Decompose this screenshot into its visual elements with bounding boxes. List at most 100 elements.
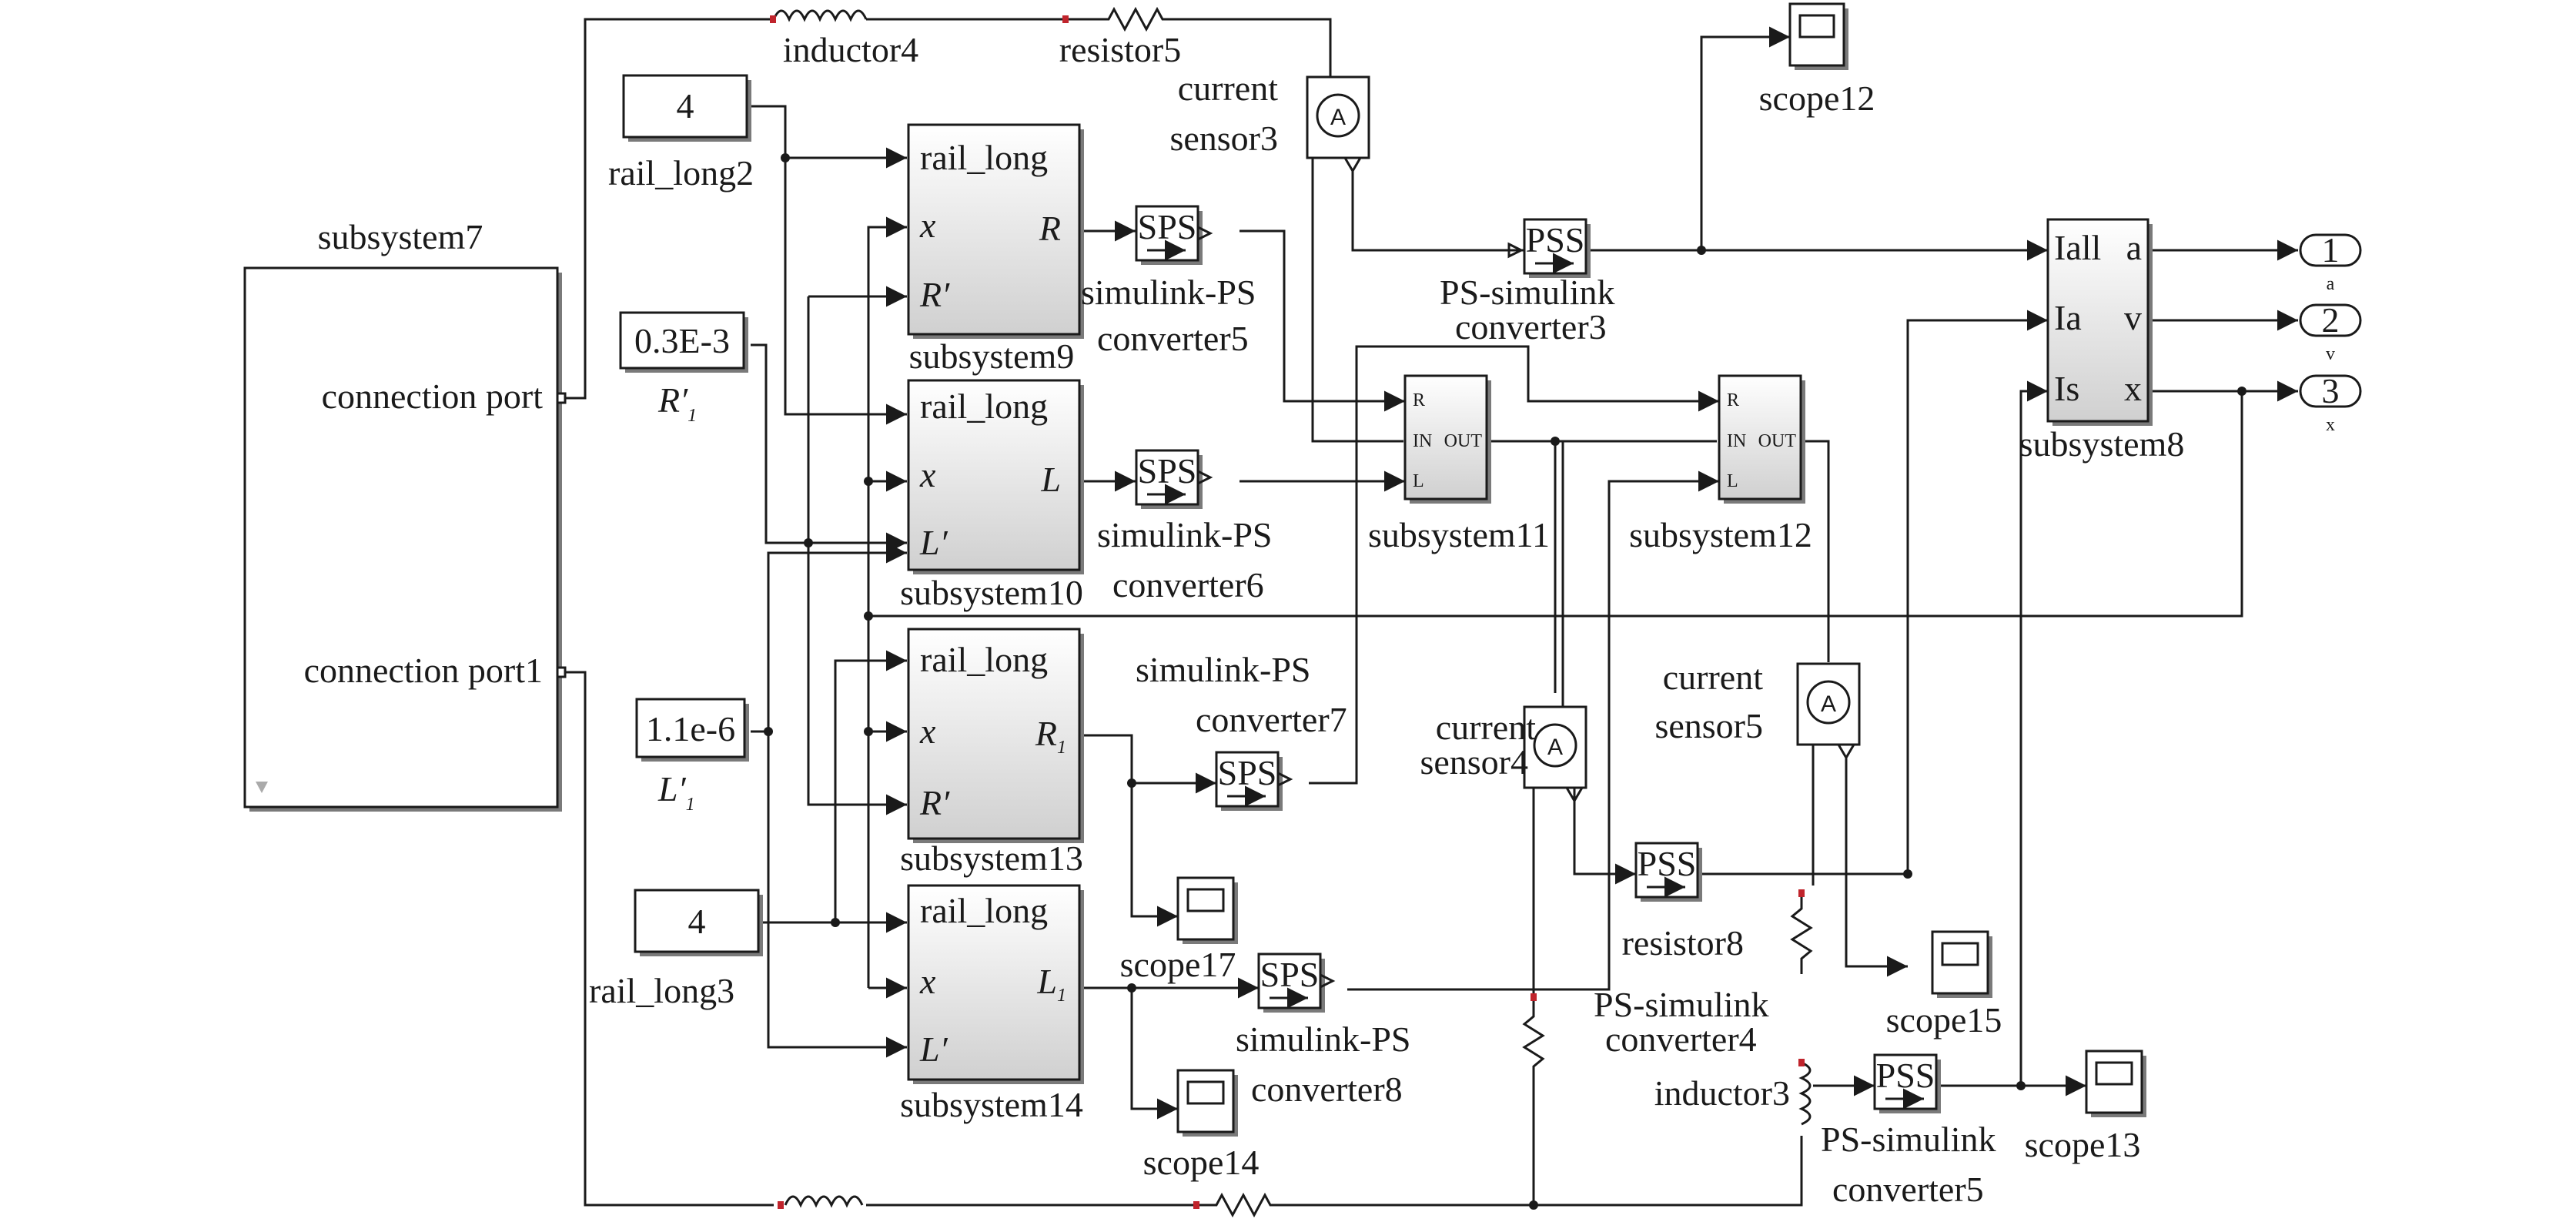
pss-label2: converter3	[1455, 307, 1607, 347]
svg-text:SPS: SPS	[1260, 955, 1320, 994]
pss-label1: PS-simulink	[1594, 985, 1769, 1024]
subsystem12-label: subsystem12	[1629, 515, 1812, 554]
scope12[interactable]: scope12	[1759, 2, 1875, 118]
svg-text:PSS: PSS	[1876, 1056, 1935, 1095]
port-l: L	[1413, 471, 1424, 491]
subsystem8-label: subsystem8	[2019, 424, 2185, 464]
simulink-ps-converter7[interactable]: SPS simulink-PS converter7	[1136, 650, 1347, 811]
current-sensor5[interactable]: A current sensor5	[1654, 658, 1861, 760]
port-r: R	[1413, 390, 1425, 410]
simulink-ps-converter8[interactable]: SPS simulink-PS converter8	[1236, 952, 1411, 1109]
svg-text:PSS: PSS	[1638, 844, 1697, 883]
inductor-label: inductor3	[1654, 1073, 1790, 1113]
constant-l1-prime[interactable]: 1.1e-6 L′1	[635, 698, 749, 815]
outport-v[interactable]: 2 v	[2299, 300, 2362, 364]
inductor4[interactable]: inductor4	[770, 9, 918, 69]
junction-dots	[764, 153, 2246, 1210]
port-r: R	[1727, 390, 1739, 410]
sensor-label1: current	[1178, 69, 1278, 108]
connection-port-label: connection port	[322, 377, 544, 416]
sps-label2: converter8	[1251, 1070, 1403, 1109]
outport-a[interactable]: 1 a	[2299, 230, 2362, 294]
scope-label: scope12	[1759, 79, 1875, 118]
port-a: a	[2126, 228, 2142, 267]
ps-simulink-converter5[interactable]: PSS PS-simulink converter5	[1821, 1053, 1996, 1209]
resistor-bottom[interactable]	[1193, 1192, 1290, 1218]
ps-simulink-converter3[interactable]: PSS PS-simulink converter3	[1440, 218, 1615, 347]
subsystem10-block[interactable]: rail_long x L′ L subsystem10	[900, 379, 1084, 612]
pss-label2: converter5	[1832, 1170, 1984, 1209]
connection-port1-label: connection port1	[304, 651, 543, 690]
port-r-out: R	[1039, 209, 1061, 248]
port-r1-out: R1	[1035, 714, 1066, 758]
resistor5[interactable]: resistor5	[1059, 6, 1181, 69]
scope14[interactable]: scope14	[1143, 1069, 1260, 1182]
subsystem13-block[interactable]: rail_long x R′ R1 subsystem13	[900, 628, 1084, 878]
port-rail-long: rail_long	[920, 640, 1048, 679]
ammeter-icon: A	[1547, 735, 1563, 760]
subsystem7-label: subsystem7	[318, 217, 483, 256]
port-x: x	[2124, 369, 2142, 408]
inductor3[interactable]: inductor3	[1654, 1059, 1812, 1126]
subsystem9-label: subsystem9	[909, 336, 1075, 376]
sps-label1: simulink-PS	[1236, 1019, 1411, 1059]
port-x: x	[919, 962, 936, 1001]
scope15[interactable]: scope15	[1886, 930, 2002, 1040]
subsystem14-label: subsystem14	[900, 1085, 1083, 1124]
scope-label: scope17	[1120, 945, 1236, 984]
subsystem8-block[interactable]: Iall Ia Is a v x subsystem8	[2019, 218, 2185, 464]
scope-label: scope15	[1886, 1000, 2002, 1040]
constant-name: rail_long2	[608, 153, 754, 193]
port-rail-long: rail_long	[920, 891, 1048, 930]
constant-name: R′1	[657, 380, 697, 426]
port-x: x	[919, 711, 936, 751]
subsystem14-block[interactable]: rail_long x L′ L1 subsystem14	[900, 884, 1084, 1124]
svg-text:SPS: SPS	[1138, 451, 1197, 490]
constant-r1-prime[interactable]: 0.3E-3 R′1	[619, 311, 748, 426]
port-l-prime: L′	[919, 1029, 948, 1069]
sensor-label1: current	[1436, 708, 1536, 747]
scope17[interactable]: scope17	[1120, 876, 1238, 984]
outport-x[interactable]: 3 x	[2299, 371, 2362, 435]
constant-rail-long2[interactable]: 4 rail_long2	[608, 74, 754, 193]
svg-text:3: 3	[2322, 371, 2340, 410]
subsystem7-block[interactable]: subsystem7 connection port connection po…	[243, 217, 567, 812]
port-l1-out: L1	[1036, 962, 1066, 1006]
svg-text:1: 1	[2322, 230, 2340, 270]
outport-label: x	[2326, 415, 2335, 435]
pss-label1: PS-simulink	[1440, 273, 1615, 312]
constant-value: 0.3E-3	[634, 321, 730, 360]
port-r-prime: R′	[919, 275, 950, 314]
subsystem10-label: subsystem10	[900, 573, 1083, 612]
port-rail-long: rail_long	[920, 138, 1048, 177]
port-l: L	[1727, 471, 1738, 491]
simulink-ps-converter5[interactable]: SPS simulink-PS converter5	[1081, 205, 1256, 358]
subsystem11-label: subsystem11	[1368, 515, 1550, 554]
ps-simulink-converter4[interactable]: PSS PS-simulink converter4	[1594, 842, 1769, 1059]
scope13[interactable]: scope13	[2025, 1050, 2146, 1164]
port-x: x	[919, 206, 936, 245]
sps-label1: simulink-PS	[1097, 515, 1273, 554]
current-sensor3[interactable]: A current sensor3	[1169, 69, 1370, 173]
resistor8[interactable]: resistor8	[1522, 889, 1813, 1086]
simulink-ps-converter6[interactable]: SPS simulink-PS converter6	[1097, 449, 1273, 604]
inductor-bottom[interactable]	[778, 1195, 864, 1209]
port-in: IN	[1413, 431, 1432, 451]
subsystem9-block[interactable]: rail_long x R′ R subsystem9	[907, 123, 1084, 376]
constant-rail-long3[interactable]: 4 rail_long3	[589, 889, 763, 1010]
inductor-label: inductor4	[783, 30, 918, 69]
sps-label2: converter7	[1196, 700, 1347, 739]
port-l-prime: L′	[919, 523, 948, 562]
current-sensor4[interactable]: A current sensor4	[1420, 705, 1587, 803]
constant-value: 4	[688, 902, 706, 941]
resistor-label: resistor5	[1059, 30, 1181, 69]
subsystem12-block[interactable]: R IN OUT L subsystem12	[1629, 374, 1812, 554]
port-ia: Ia	[2054, 298, 2082, 337]
port-out: OUT	[1444, 431, 1483, 451]
subsystem11-block[interactable]: R IN OUT L subsystem11	[1368, 374, 1550, 554]
svg-text:2: 2	[2322, 300, 2340, 340]
port-is: Is	[2054, 369, 2079, 408]
resistor-label: resistor8	[1622, 923, 1744, 963]
port-r-prime: R′	[919, 783, 950, 822]
